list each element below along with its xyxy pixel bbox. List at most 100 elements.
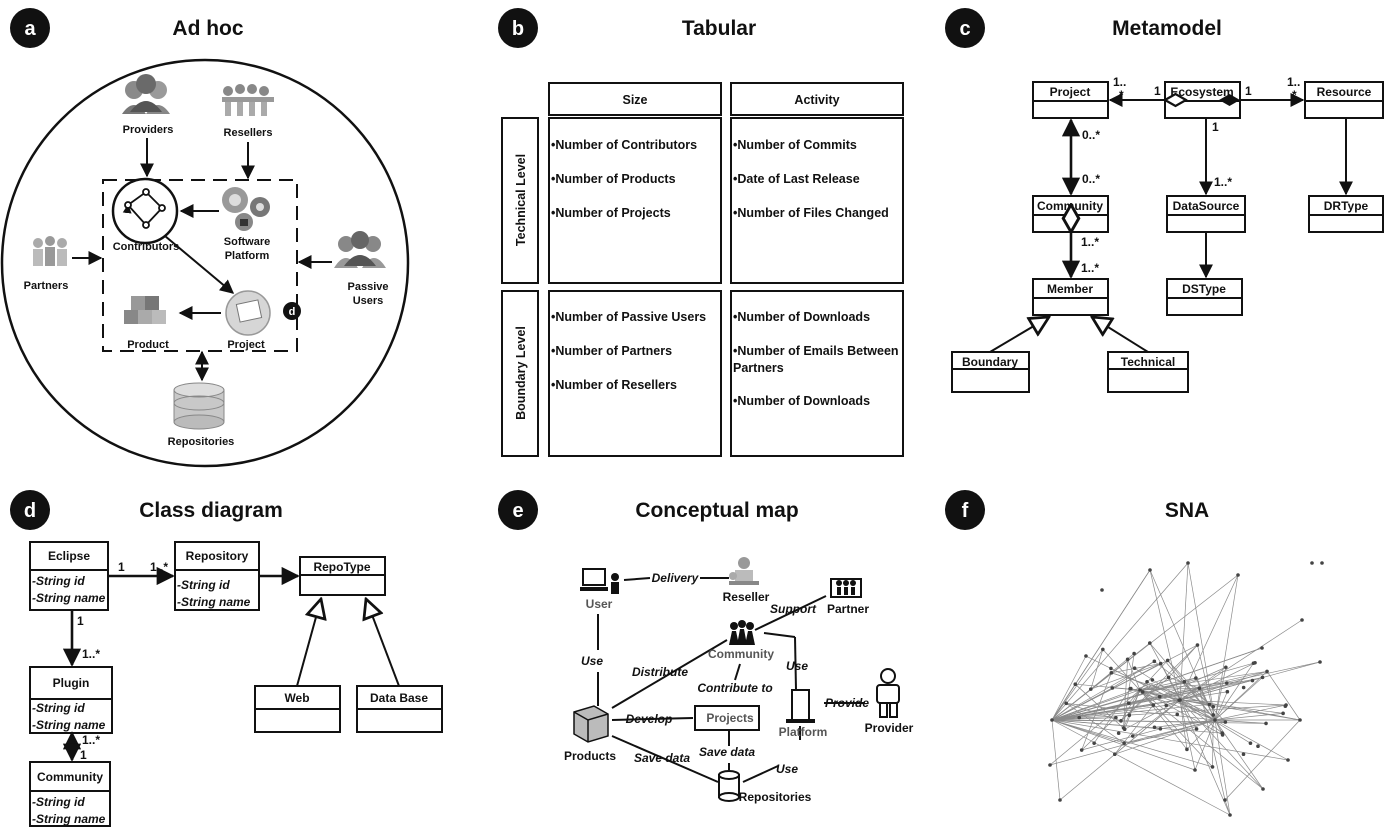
header-activity-box [730,82,904,116]
sna-edge [1266,671,1301,721]
node-user-label: User [586,597,613,611]
mult-label: 1 [118,560,125,574]
panel-badge-f [945,490,985,530]
cell-technical-size [548,117,722,284]
sna-node [1211,704,1216,709]
metric-item: Partners [733,361,784,375]
sna-edge [1124,728,1197,744]
partners-icon [33,236,67,266]
sna-edge [1149,569,1181,701]
sna-node [1138,688,1142,692]
sna-edge [1051,704,1167,721]
edge-label-develop: Develop [626,712,673,726]
sna-edge [1111,672,1210,705]
user-computer-icon [580,568,619,594]
sna-edge [1214,719,1231,816]
class-resource: Resource [1304,81,1384,119]
partners-label: Partners [24,280,69,292]
d-marker [283,302,301,320]
sna-edge [1214,574,1239,721]
sna-node [1127,713,1132,718]
metric-item: •Number of Products [551,172,676,186]
panel-badge-b [498,8,538,48]
metric-item: •Number of Commits [733,138,857,152]
sna-node [1195,643,1200,647]
node-products-label: Products [564,749,616,763]
sna-node [1281,711,1285,716]
sna-edge [1059,699,1181,801]
node-platform-label: Platform [779,725,828,739]
sna-node [1110,686,1115,690]
sna-node [1224,665,1228,670]
conceptual-map-edges [597,577,865,783]
sna-edge [1154,719,1216,728]
class-community: Community [1032,195,1109,233]
sna-node [1286,758,1290,762]
panel-badge-c [945,8,985,48]
class-technical-label: Technical [1121,355,1175,369]
class-repository-label: Repository [186,549,249,563]
sna-node [1318,660,1322,664]
sna-node [1175,712,1180,717]
sna-edge [1090,649,1104,690]
sna-edge [1051,719,1267,724]
sna-node [1089,687,1093,691]
sna-node [1194,676,1198,680]
attribute: -String id [32,574,85,588]
row-technical-label: Technical Level [514,154,528,246]
metric-item: •Number of Files Changed [733,206,889,220]
sna-node [1122,741,1126,745]
sna-node [1092,741,1096,745]
sna-edge [1051,719,1289,761]
rel-database-repotype [366,599,400,687]
rel-boundary-member [989,317,1049,353]
panel-badge-f-label: f [962,500,969,522]
sna-node [1310,561,1314,565]
reseller-icon [729,557,759,585]
node-reseller-label: Reseller [723,590,770,604]
project-icon [225,290,271,336]
sna-edge [1051,719,1213,768]
rel-technical-member [1092,317,1149,353]
passive-users-icon [334,231,386,268]
mult-label: 1..* [150,560,168,574]
sna-node [1193,768,1197,772]
sna-edge [1129,688,1216,721]
sna-node [1151,703,1156,707]
sna-node [1073,682,1078,686]
sna-node [1158,726,1163,731]
sna-node [1100,588,1104,592]
edge-label-use-platform: Use [776,762,798,776]
mult-label: 1 [1154,84,1161,98]
sna-node [1164,703,1169,708]
metric-item: •Number of Downloads [733,310,870,324]
ecosystem-circle [0,58,410,468]
class-eclipse: Eclipse -String id -String name [29,541,109,611]
panel-title-a: Ad hoc [172,17,243,40]
sna-node [1048,763,1052,767]
sna-edge [1134,667,1216,721]
resellers-icon [222,84,274,116]
panel-c: c Metamodel Project Ecosystem Resource C… [945,8,1384,393]
sna-edge [1051,704,1287,721]
sna-edge [1093,688,1131,744]
sna-node [1298,718,1302,722]
class-member-label: Member [1047,282,1093,296]
sna-node [1084,654,1088,658]
sna-edge [1187,562,1216,721]
panel-title-d: Class diagram [139,499,283,522]
class-drtype: DRType [1308,195,1384,233]
metric-item: •Number of Emails Between [733,344,899,358]
sna-node [1119,719,1123,723]
sna-edge [1102,649,1154,706]
sna-edge [1194,719,1216,771]
sna-node [1114,715,1118,720]
product-label: Product [127,339,169,351]
sna-node [1264,721,1268,726]
sna-node [1178,698,1182,702]
software-platform-gears-icon [222,187,270,231]
sna-node [1256,744,1260,748]
mult-label: 1.. [1287,75,1300,89]
panel-badge-e-label: e [512,500,523,522]
sna-node [1152,659,1157,664]
